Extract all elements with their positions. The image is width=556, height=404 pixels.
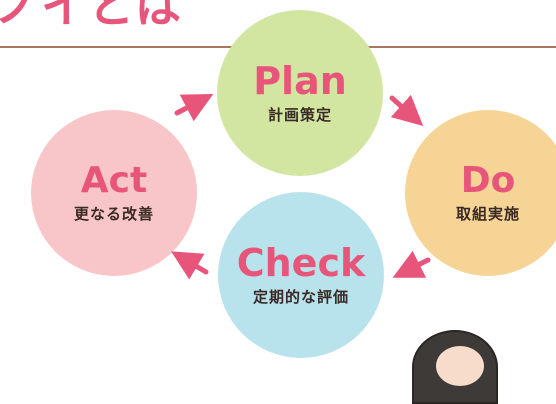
arrow-icon-act-to-plan [174, 94, 214, 122]
plan-sublabel: 計画策定 [267, 105, 332, 124]
cycle-arrows [171, 94, 431, 280]
plan-label: Plan [253, 58, 347, 103]
act-sublabel: 更なる改善 [73, 204, 154, 223]
arrow-icon-check-to-act [171, 251, 209, 280]
act-circle: Act 更なる改善 [31, 110, 197, 276]
check-sublabel: 定期的な評価 [252, 287, 349, 306]
do-circle: Do 取組実施 [405, 110, 556, 276]
do-sublabel: 取組実施 [455, 204, 520, 223]
plan-circle: Plan 計画策定 [217, 10, 383, 176]
page-title-fragment: ノイとは [0, 0, 182, 33]
check-circle: Check 定期的な評価 [218, 192, 384, 358]
arrow-icon-do-to-check [392, 250, 431, 278]
arrow-icon-plan-to-do [389, 94, 424, 127]
do-label: Do [460, 159, 516, 201]
check-label: Check [236, 240, 366, 285]
act-label: Act [80, 159, 148, 201]
person-face-icon [436, 346, 484, 386]
